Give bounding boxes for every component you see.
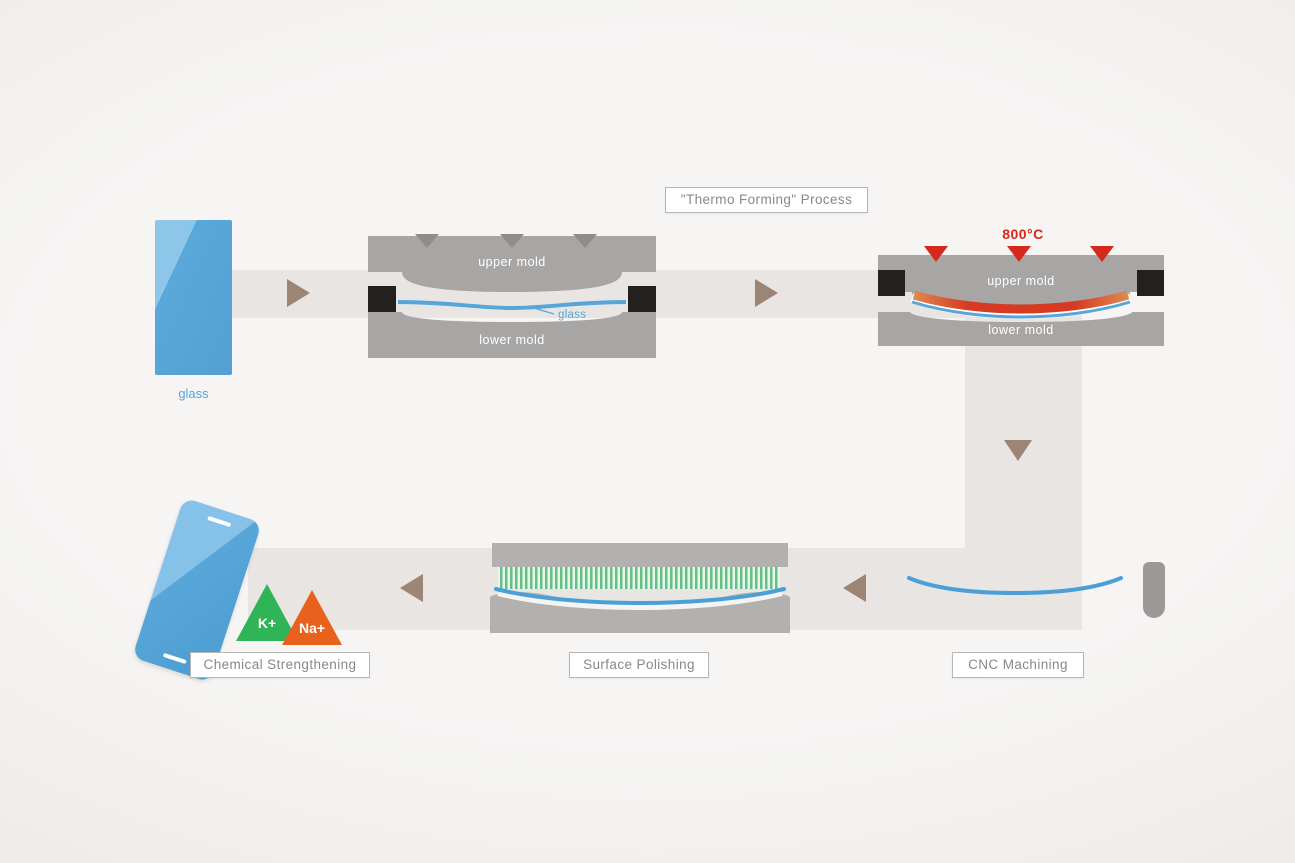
curved-glass-shape — [907, 576, 1123, 596]
sodium-ion-label: Na+ — [298, 619, 326, 636]
surface-polishing-label: Surface Polishing — [569, 652, 709, 678]
heated-glass-glow — [912, 290, 1130, 314]
upper-mold-label: upper mold — [987, 274, 1055, 288]
press-pin-icon — [500, 234, 524, 248]
lower-mold-shape — [368, 312, 656, 358]
raw-glass-label: glass — [178, 386, 209, 401]
thermo-forming-label: "Thermo Forming" Process — [665, 187, 868, 213]
press-pin-icon — [573, 234, 597, 248]
heat-arrow-icon — [1007, 246, 1031, 262]
heat-arrow-icon — [1090, 246, 1114, 262]
polisher-head-block — [492, 543, 788, 567]
glass-callout-line — [533, 307, 555, 315]
chemical-strengthening-label: Chemical Strengthening — [190, 652, 370, 678]
phone-home-bar — [162, 652, 187, 665]
mold-clamp-right — [628, 286, 656, 316]
heated-mold-station: upper mold lower mold — [878, 246, 1164, 346]
polishing-station — [490, 543, 790, 633]
temperature-label: 800°C — [1002, 226, 1044, 242]
polisher-bristles — [498, 567, 780, 589]
lower-mold-label: lower mold — [988, 323, 1053, 337]
curved-glass-shape — [494, 587, 786, 606]
mold-clamp-left — [878, 270, 905, 296]
glass-gap-highlight — [497, 590, 783, 611]
glass-sheet-in-mold — [911, 300, 1131, 319]
mold-clamp-right — [1137, 270, 1164, 296]
upper-mold-label: upper mold — [478, 255, 546, 269]
cnc-tool-bit — [1143, 562, 1165, 618]
phone-speaker-slot — [207, 515, 232, 528]
potassium-ion-label: K+ — [257, 614, 277, 631]
cnc-formed-glass — [907, 576, 1123, 596]
lower-mold-shape — [878, 312, 1164, 346]
raw-glass-sheet — [155, 220, 232, 375]
upper-mold-shape — [368, 236, 656, 292]
press-pin-icon — [415, 234, 439, 248]
lower-mold-label: lower mold — [479, 333, 544, 347]
upper-mold-shape — [878, 255, 1164, 306]
glass-sheet-in-mold — [397, 300, 627, 311]
forming-mold-station: upper mold glass lower mold — [368, 234, 656, 358]
mold-clamp-left — [368, 286, 396, 316]
cnc-machining-label: CNC Machining — [952, 652, 1084, 678]
glass-callout-label: glass — [558, 309, 586, 321]
heat-arrow-icon — [924, 246, 948, 262]
